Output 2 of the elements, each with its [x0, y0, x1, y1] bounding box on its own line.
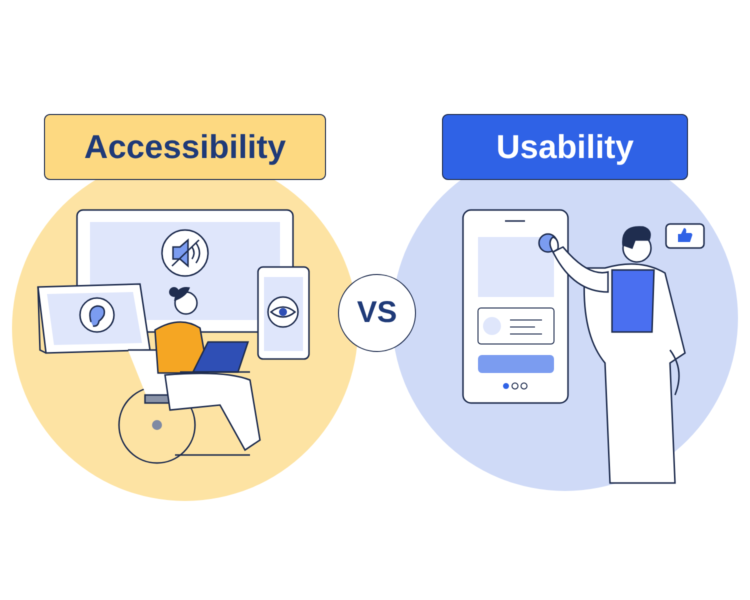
heading-label: Usability: [442, 114, 688, 180]
heading-label: Accessibility: [44, 114, 326, 180]
